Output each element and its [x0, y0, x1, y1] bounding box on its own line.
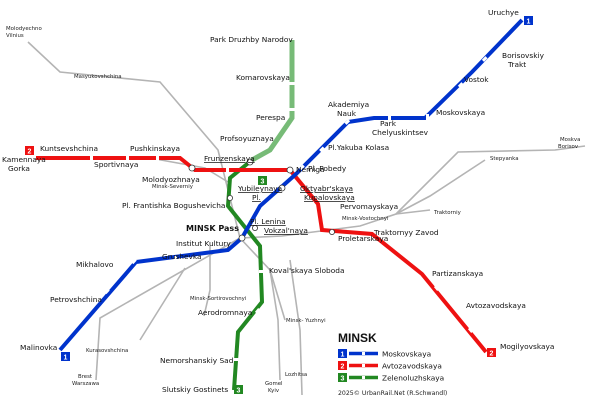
station-avtozavodskaya: Avtozavodskaya — [466, 301, 526, 310]
rail-label-vilnius: Vilnius — [6, 33, 24, 39]
svg-text:3: 3 — [261, 179, 265, 186]
rail-label-brest: Brest — [78, 374, 92, 380]
svg-text:2: 2 — [341, 364, 345, 371]
legend-label-3: Zelenoluzhskaya — [382, 374, 444, 383]
station-vostok: Vostok — [464, 75, 489, 84]
station-akademiya: Akademiya — [328, 100, 369, 109]
line-1-moskovskaya — [58, 18, 524, 352]
line-3-north-planned — [250, 40, 295, 163]
station-profsoyuznaya: Profsoyuznaya — [220, 134, 274, 143]
station-kupalovskaya: Kupalovskaya — [304, 193, 355, 202]
svg-text:1: 1 — [527, 19, 531, 26]
svg-text:2: 2 — [490, 351, 494, 358]
rail-label-moskva: Moskva — [560, 137, 580, 143]
rail-label-warszawa: Warszawa — [72, 381, 99, 387]
rail-label-stepyanka: Stepyanka — [490, 156, 519, 162]
station-lenina: Pl. Lenina — [250, 217, 286, 226]
rail-label-minsk-sortirovochniy: Minsk-Sortirovochnyi — [190, 296, 246, 302]
station-oktyabrskaya: Oktyabr'skaya — [300, 184, 353, 193]
station-borisovskiy: Borisovskiy — [502, 51, 545, 60]
legend-label-2: Avtozavodskaya — [382, 362, 442, 371]
rail-label-borisov: Borisov — [558, 144, 579, 150]
station-chelyuskintsev: Chelyuskintsev — [372, 128, 429, 137]
line-3-zelenoluzhskaya — [225, 158, 265, 391]
rail-label-minsk-vostochniy: Minsk-Vostochnyi — [342, 216, 388, 222]
rail-label-traktorniy: Traktorniy — [433, 210, 462, 216]
station-traktorniy-zavod: Traktornyy Zavod — [373, 228, 439, 237]
station-frunzenskaya: Frunzenskaya — [204, 154, 255, 163]
railway-lines — [27, 41, 586, 396]
map-title: MINSK — [338, 331, 377, 345]
station-nauk: Nauk — [337, 109, 357, 118]
minsk-passazhirskiy-label: MINSK Pass — [186, 224, 239, 233]
station-nemiga: Nemiga — [296, 165, 325, 174]
station-borisovskiy-trakt: Trakt — [507, 60, 526, 69]
station-partizanskaya: Partizanskaya — [432, 269, 483, 278]
station-mikhalovo: Mikhalovo — [76, 260, 114, 269]
station-pushkinskaya: Pushkinskaya — [130, 144, 180, 153]
terminal-badge-slutskiy: 3 — [234, 385, 243, 395]
station-kovalskaya-sloboda: Koval'skaya Sloboda — [269, 266, 344, 275]
rail-label-minsk-severniy: Minsk-Severniy — [152, 184, 194, 190]
svg-text:3: 3 — [237, 388, 241, 395]
station-pobedy: Pl. Pobedy — [308, 164, 347, 173]
rail-label-minsk-yuzhniy: Minsk- Yuzhnyi — [286, 318, 326, 324]
station-vokzalnaya: Vokzal'naya — [264, 226, 308, 235]
station-molodyozhnaya: Molodyozhnaya — [142, 175, 200, 184]
credit-text: 2025© UrbanRail.Net (R.Schwandl) — [338, 389, 447, 397]
station-moskovskaya: Moskovskaya — [436, 108, 485, 117]
interchange-markers — [188, 158, 335, 242]
rail-label-kyiv: Kyiv — [268, 388, 280, 394]
station-malinovka: Malinovka — [20, 343, 57, 352]
station-aerodromnaya: Aerodromnaya — [198, 308, 252, 317]
station-kuntsevshchina: Kuntsevshchina — [40, 144, 98, 153]
station-yakuba-kolasa: Pl.Yakuba Kolasa — [328, 143, 389, 152]
station-proletarskaya: Proletarskaya — [338, 234, 388, 243]
terminal-badge-malinovka: 1 — [61, 352, 70, 362]
svg-text:2: 2 — [28, 149, 32, 156]
station-yubileynaya-pl: Pl. — [252, 193, 261, 202]
station-petrovshchina: Petrovshchina — [50, 295, 102, 304]
legend-label-1: Moskovskaya — [382, 350, 431, 359]
station-mogilyovskaya: Mogilyovskaya — [500, 342, 554, 351]
rail-label-masyukovshchina: Masyukovshchina — [74, 74, 122, 80]
terminal-badge-uruchye: 1 — [524, 16, 533, 26]
rail-label-gomel: Gomel — [265, 381, 283, 387]
station-slutskiy-gostinets: Slutskiy Gostinets — [162, 385, 228, 394]
rail-label-lozhitsa: Lozhitsa — [285, 372, 307, 378]
rail-label-kurasovshchina: Kurasovshchina — [86, 348, 128, 354]
station-kamennaya: Kamennaya — [2, 155, 46, 164]
station-frantishka-bogushevicha: Pl. Frantishka Bogushevicha — [122, 201, 225, 210]
station-park-druzhby-narodov: Park Druzhby Narodov — [210, 35, 293, 44]
terminal-badge-green-north: 3 — [258, 176, 267, 186]
terminal-badge-mogilyovskaya: 2 — [487, 348, 496, 358]
station-uruchye: Uruchye — [488, 8, 519, 17]
rail-label-molodechno: Molodyechno — [6, 26, 42, 32]
station-institut-kultury: Institut Kultury — [176, 239, 231, 248]
legend-item-2: 2 Avtozavodskaya — [338, 361, 442, 371]
station-markers — [90, 56, 488, 361]
station-nemorshanskiy-sad: Nemorshanskiy Sad — [160, 356, 234, 365]
terminal-badge-kamennaya: 2 — [25, 146, 34, 156]
station-park: Park — [380, 119, 397, 128]
station-komarovskaya: Komarovskaya — [236, 73, 290, 82]
station-perespa: Perespa — [256, 113, 285, 122]
station-yubileynaya: Yubileynaya — [237, 184, 282, 193]
svg-text:1: 1 — [64, 355, 68, 362]
station-sportivnaya: Sportivnaya — [94, 160, 138, 169]
station-kamennaya-gorka: Gorka — [8, 164, 30, 173]
legend: MINSK 1 Moskovskaya 2 Avtozavodskaya 3 Z… — [338, 331, 447, 397]
svg-text:1: 1 — [341, 352, 345, 359]
station-pervomayskaya: Pervomayskaya — [340, 202, 398, 211]
legend-item-3: 3 Zelenoluzhskaya — [338, 373, 444, 383]
svg-text:3: 3 — [341, 376, 345, 383]
legend-item-1: 1 Moskovskaya — [338, 349, 431, 359]
line-2-avtozavodskaya — [36, 156, 488, 354]
station-grushevka: Grushevka — [162, 252, 202, 261]
